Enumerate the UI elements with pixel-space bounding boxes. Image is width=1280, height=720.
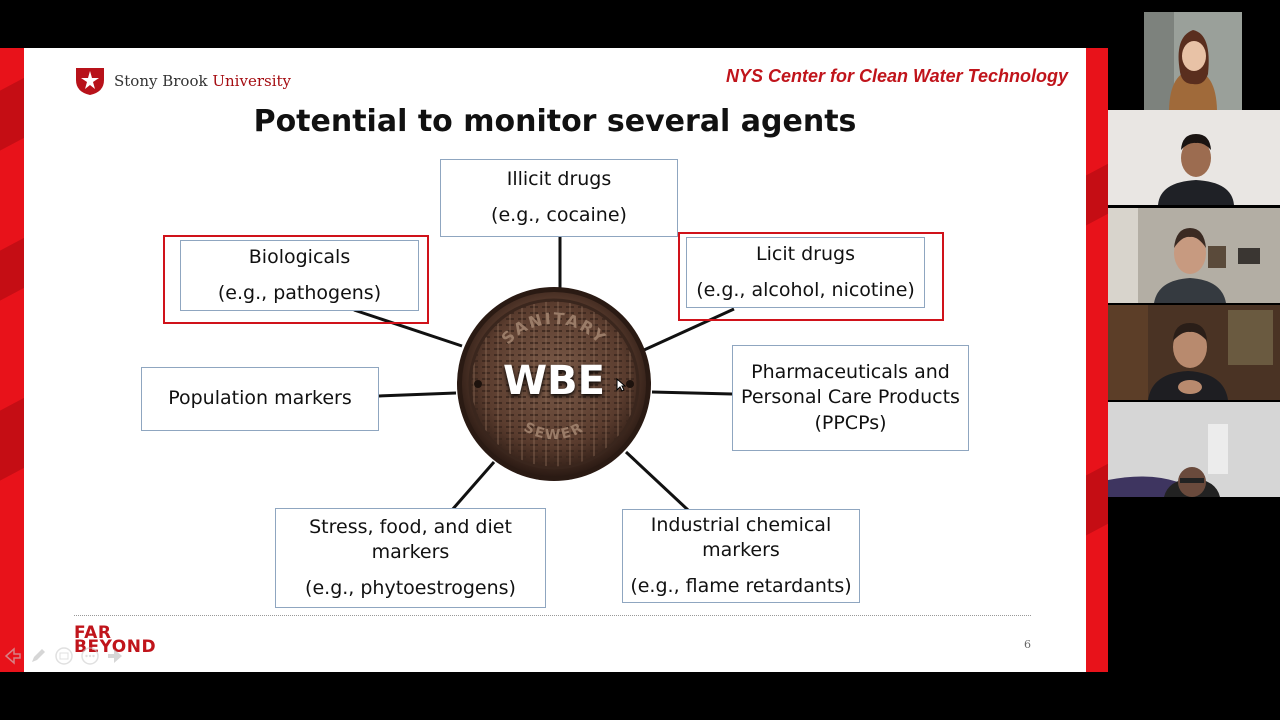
svg-text:SEWER: SEWER bbox=[521, 420, 587, 444]
participant-video-tile[interactable] bbox=[1144, 12, 1242, 110]
brand-line-2: BEYOND bbox=[74, 637, 157, 657]
connector-lines bbox=[353, 237, 735, 512]
box-title: Stress, food, and diet markers bbox=[309, 515, 512, 564]
participant-video-tile[interactable] bbox=[1108, 208, 1280, 303]
participant-video-tile[interactable] bbox=[1108, 402, 1280, 497]
arrow-left-icon[interactable] bbox=[2, 646, 22, 666]
university-logo: Stony Brook University bbox=[74, 66, 291, 96]
participants-panel bbox=[1108, 0, 1280, 720]
highlight-frame bbox=[678, 232, 944, 321]
licit-drugs-box: Licit drugs (e.g., alcohol, nicotine) bbox=[686, 237, 925, 308]
slides-icon[interactable] bbox=[54, 646, 74, 666]
presentation-toolbar bbox=[2, 646, 126, 666]
box-title: Illicit drugs bbox=[506, 168, 612, 191]
connector-line bbox=[651, 390, 733, 396]
logo-name: Stony Brook bbox=[114, 72, 208, 90]
box-example: (e.g., alcohol, nicotine) bbox=[696, 278, 915, 301]
avatar bbox=[1144, 12, 1242, 110]
illicit-drugs-box: Illicit drugs (e.g., cocaine) bbox=[440, 159, 678, 237]
manhole-cover-icon: SANITARY SEWER bbox=[457, 287, 651, 481]
box-title: Pharmaceuticals and Personal Care Produc… bbox=[741, 360, 960, 434]
industrial-chemical-box: Industrial chemical markers (e.g., flame… bbox=[622, 509, 860, 603]
box-title: Population markers bbox=[168, 387, 352, 410]
footer-divider bbox=[74, 615, 1031, 616]
page-number: 6 bbox=[1024, 638, 1031, 651]
biologicals-box: Biologicals (e.g., pathogens) bbox=[180, 240, 419, 311]
avatar bbox=[1108, 402, 1280, 497]
arrow-right-icon[interactable] bbox=[106, 646, 126, 666]
pharmaceuticals-box: Pharmaceuticals and Personal Care Produc… bbox=[732, 345, 969, 451]
participant-video-tile[interactable] bbox=[1108, 305, 1280, 400]
far-beyond-logo: FAR BEYOND bbox=[74, 623, 157, 657]
cover-text-bottom: SEWER bbox=[521, 420, 585, 444]
connector-line bbox=[450, 461, 496, 511]
participant-video-tile[interactable] bbox=[1108, 110, 1280, 205]
slide: Stony Brook University NYS Center for Cl… bbox=[24, 48, 1086, 672]
connector-line bbox=[378, 391, 457, 398]
highlight-frame bbox=[163, 235, 429, 324]
slide-title: Potential to monitor several agents bbox=[253, 104, 857, 139]
connector-line bbox=[643, 307, 735, 352]
logo-name-accent: University bbox=[212, 72, 291, 90]
brand-line-1: FAR bbox=[74, 623, 112, 643]
avatar bbox=[1108, 110, 1280, 205]
logo-text: Stony Brook University bbox=[114, 72, 291, 90]
presentation-area: Stony Brook University NYS Center for Cl… bbox=[0, 48, 1108, 672]
shield-icon bbox=[76, 68, 104, 95]
box-example: (e.g., flame retardants) bbox=[630, 574, 852, 597]
avatar bbox=[1108, 305, 1280, 400]
more-icon[interactable] bbox=[80, 646, 100, 666]
connector-line bbox=[353, 308, 463, 348]
stress-food-diet-box: Stress, food, and diet markers (e.g., ph… bbox=[275, 508, 546, 608]
population-markers-box: Population markers bbox=[141, 367, 379, 431]
pen-icon[interactable] bbox=[28, 646, 48, 666]
box-example: (e.g., pathogens) bbox=[217, 281, 382, 304]
mouse-cursor-icon bbox=[616, 378, 626, 392]
box-title: Biologicals bbox=[248, 245, 351, 268]
avatar bbox=[1108, 208, 1280, 303]
center-name: NYS Center for Clean Water Technology bbox=[725, 66, 1068, 86]
box-example: (e.g., phytoestrogens) bbox=[305, 576, 516, 599]
box-title: Industrial chemical markers bbox=[650, 513, 832, 562]
box-title: Licit drugs bbox=[756, 242, 855, 265]
center-label: WBE bbox=[503, 358, 605, 404]
box-example: (e.g., cocaine) bbox=[491, 204, 627, 226]
connector-line bbox=[624, 450, 690, 512]
